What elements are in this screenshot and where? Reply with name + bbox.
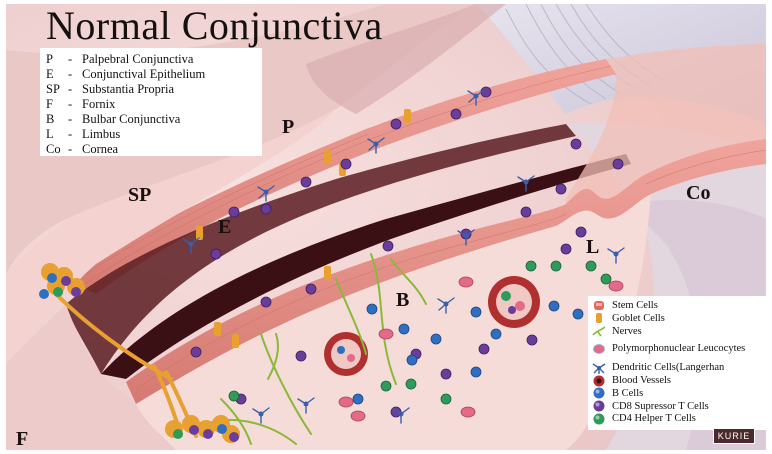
cd8-t-cell-icon bbox=[592, 400, 606, 412]
region-label-p: P bbox=[282, 116, 294, 139]
goblet-cell-icon-glyph bbox=[592, 312, 606, 324]
legend-item: Stem Cells bbox=[592, 299, 762, 312]
key-label: Bulbar Conjunctiva bbox=[82, 112, 180, 127]
dendritic-cell-icon-glyph bbox=[592, 362, 606, 374]
goblet-cell-icon bbox=[592, 312, 606, 324]
key-separator: - bbox=[68, 127, 82, 142]
legend-label: Dendritic Cells(Langerhan bbox=[612, 361, 724, 374]
blood-vessel-2 bbox=[488, 276, 540, 328]
key-separator: - bbox=[68, 67, 82, 82]
legend-item: Nerves bbox=[592, 325, 762, 338]
legend-label: CD8 Supressor T Cells bbox=[612, 400, 709, 413]
key-row: B-Bulbar Conjunctiva bbox=[46, 112, 256, 127]
stem-cell-icon-glyph bbox=[592, 299, 606, 311]
abbreviation-key: P-Palpebral ConjunctivaE-Conjunctival Ep… bbox=[40, 48, 262, 156]
region-label-e: E bbox=[218, 216, 231, 239]
key-label: Limbus bbox=[82, 127, 120, 142]
region-label-sp: SP bbox=[128, 184, 151, 207]
key-row: SP-Substantia Propria bbox=[46, 82, 256, 97]
legend-label: CD4 Helper T Cells bbox=[612, 412, 696, 425]
key-separator: - bbox=[68, 82, 82, 97]
key-code: SP bbox=[46, 82, 68, 97]
diagram-title: Normal Conjunctiva bbox=[46, 4, 383, 49]
key-separator: - bbox=[68, 112, 82, 127]
cell-legend: Stem CellsGoblet CellsNervesPolymorphonu… bbox=[588, 296, 766, 430]
pmn-leucocyte-icon bbox=[592, 343, 606, 355]
key-separator: - bbox=[68, 142, 82, 157]
pmn-leucocyte-icon-glyph bbox=[592, 343, 606, 355]
dendritic-cell-icon bbox=[592, 362, 606, 374]
key-label: Substantia Propria bbox=[82, 82, 174, 97]
key-row: E-Conjunctival Epithelium bbox=[46, 67, 256, 82]
legend-item: B Cells bbox=[592, 387, 762, 400]
region-label-f: F bbox=[16, 428, 28, 450]
legend-label: Blood Vessels bbox=[612, 374, 671, 387]
region-label-l: L bbox=[586, 236, 599, 259]
nerve-icon bbox=[592, 325, 606, 337]
key-code: F bbox=[46, 97, 68, 112]
key-row: L-Limbus bbox=[46, 127, 256, 142]
legend-item: CD8 Supressor T Cells bbox=[592, 400, 762, 413]
cd8-t-cell-icon-glyph bbox=[592, 400, 606, 412]
legend-item: Polymorphonuclear Leucocytes bbox=[592, 337, 762, 361]
artist-signature: KURIE bbox=[713, 428, 755, 444]
b-cell-icon-glyph bbox=[592, 387, 606, 399]
illustration-frame: Normal Conjunctiva P-Palpebral Conjuncti… bbox=[6, 4, 766, 450]
legend-label: Polymorphonuclear Leucocytes bbox=[612, 344, 762, 354]
legend-label: B Cells bbox=[612, 387, 643, 400]
key-code: P bbox=[46, 52, 68, 67]
legend-item: Dendritic Cells(Langerhan bbox=[592, 361, 762, 374]
key-label: Palpebral Conjunctiva bbox=[82, 52, 193, 67]
blood-vessel-icon bbox=[592, 375, 606, 387]
key-label: Cornea bbox=[82, 142, 118, 157]
legend-label: Nerves bbox=[612, 325, 642, 338]
cd4-t-cell-icon-glyph bbox=[592, 413, 606, 425]
key-label: Fornix bbox=[82, 97, 115, 112]
nerve-icon-glyph bbox=[592, 325, 606, 337]
cd4-t-cell-icon bbox=[592, 413, 606, 425]
key-row: F-Fornix bbox=[46, 97, 256, 112]
key-label: Conjunctival Epithelium bbox=[82, 67, 205, 82]
region-label-b: B bbox=[396, 289, 409, 312]
key-separator: - bbox=[68, 97, 82, 112]
key-code: B bbox=[46, 112, 68, 127]
b-cell-icon bbox=[592, 387, 606, 399]
key-row: Co-Cornea bbox=[46, 142, 256, 157]
key-code: E bbox=[46, 67, 68, 82]
key-code: Co bbox=[46, 142, 68, 157]
blood-vessel-icon-glyph bbox=[592, 375, 606, 387]
legend-label: Goblet Cells bbox=[612, 312, 665, 325]
key-separator: - bbox=[68, 52, 82, 67]
legend-label: Stem Cells bbox=[612, 299, 658, 312]
legend-item: Blood Vessels bbox=[592, 374, 762, 387]
key-code: L bbox=[46, 127, 68, 142]
legend-item: Goblet Cells bbox=[592, 312, 762, 325]
region-label-co: Co bbox=[686, 182, 710, 205]
key-row: P-Palpebral Conjunctiva bbox=[46, 52, 256, 67]
stem-cell-icon bbox=[592, 299, 606, 311]
legend-item: CD4 Helper T Cells bbox=[592, 413, 762, 426]
